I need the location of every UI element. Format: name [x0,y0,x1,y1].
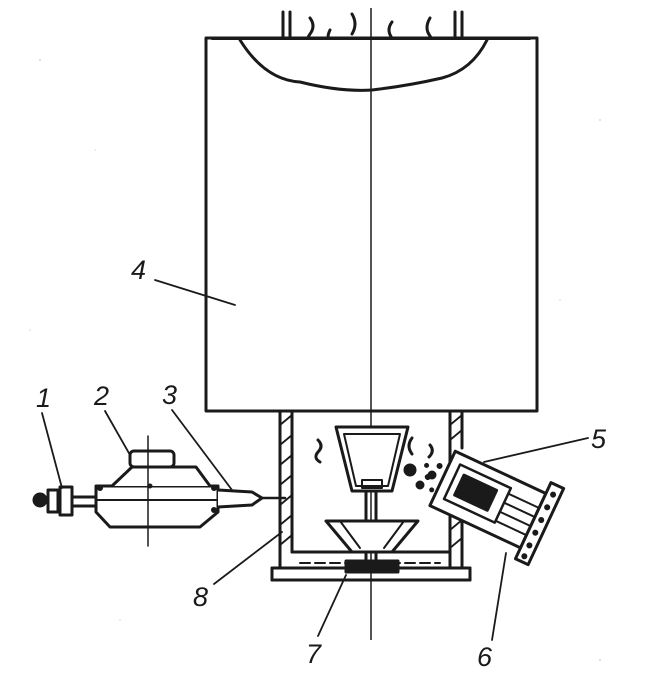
label-5: 5 [591,424,607,454]
label-6: 6 [477,642,493,672]
label-2: 2 [93,381,109,411]
leader-4 [154,279,236,306]
leader-7 [317,574,347,637]
callout-labels: 1 2 3 4 5 6 7 8 [36,255,607,672]
gas-regulator [32,435,287,547]
burner-unit [424,449,566,567]
leader-lines [41,279,589,641]
label-7: 7 [306,639,322,669]
leader-2 [104,410,131,456]
spray-cup-assembly [324,425,420,574]
leader-8 [213,531,283,585]
label-1: 1 [36,383,51,413]
paper-texture [29,59,601,661]
label-4: 4 [131,255,146,285]
label-3: 3 [162,380,177,410]
leader-3 [171,409,233,491]
leader-5 [483,437,589,463]
label-8: 8 [193,582,208,612]
leader-1 [41,412,63,489]
leader-6 [491,552,507,641]
